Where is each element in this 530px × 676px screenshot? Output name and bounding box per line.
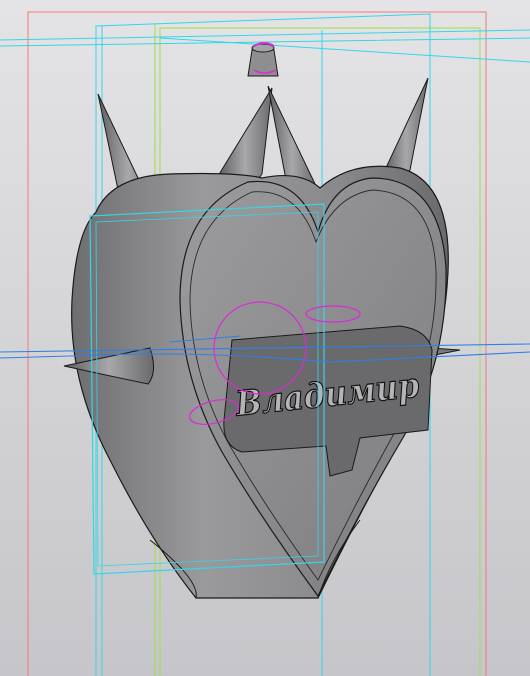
spike-top-right bbox=[383, 77, 429, 179]
selection-top-marker bbox=[253, 42, 275, 47]
construction-frames-front bbox=[89, 203, 325, 575]
frame-front-rect bbox=[89, 203, 325, 575]
engraved-text-shadow bbox=[223, 325, 433, 477]
selection-circle bbox=[213, 301, 307, 395]
construction-line-top bbox=[0, 29, 530, 63]
selection-top-marker-b bbox=[253, 69, 277, 74]
plane-line-b bbox=[0, 351, 530, 363]
selection-markers[interactable] bbox=[187, 42, 361, 429]
spike-left-side bbox=[63, 347, 154, 385]
frame-red bbox=[27, 11, 487, 676]
spikes-front bbox=[63, 43, 279, 385]
heart-base-shadow bbox=[149, 519, 361, 599]
plane-line-a bbox=[0, 343, 530, 353]
selection-ellipse-left bbox=[188, 399, 240, 425]
construction-plane bbox=[0, 335, 530, 363]
engraved-text-model[interactable]: Владимир bbox=[223, 325, 433, 477]
selection-ellipse-top bbox=[305, 305, 361, 323]
spike-top-center bbox=[217, 87, 273, 188]
spike-top-tip bbox=[247, 49, 279, 77]
frame-front-inner bbox=[95, 211, 319, 567]
plane-line-c bbox=[169, 335, 241, 343]
heart-face-rim bbox=[189, 189, 437, 581]
